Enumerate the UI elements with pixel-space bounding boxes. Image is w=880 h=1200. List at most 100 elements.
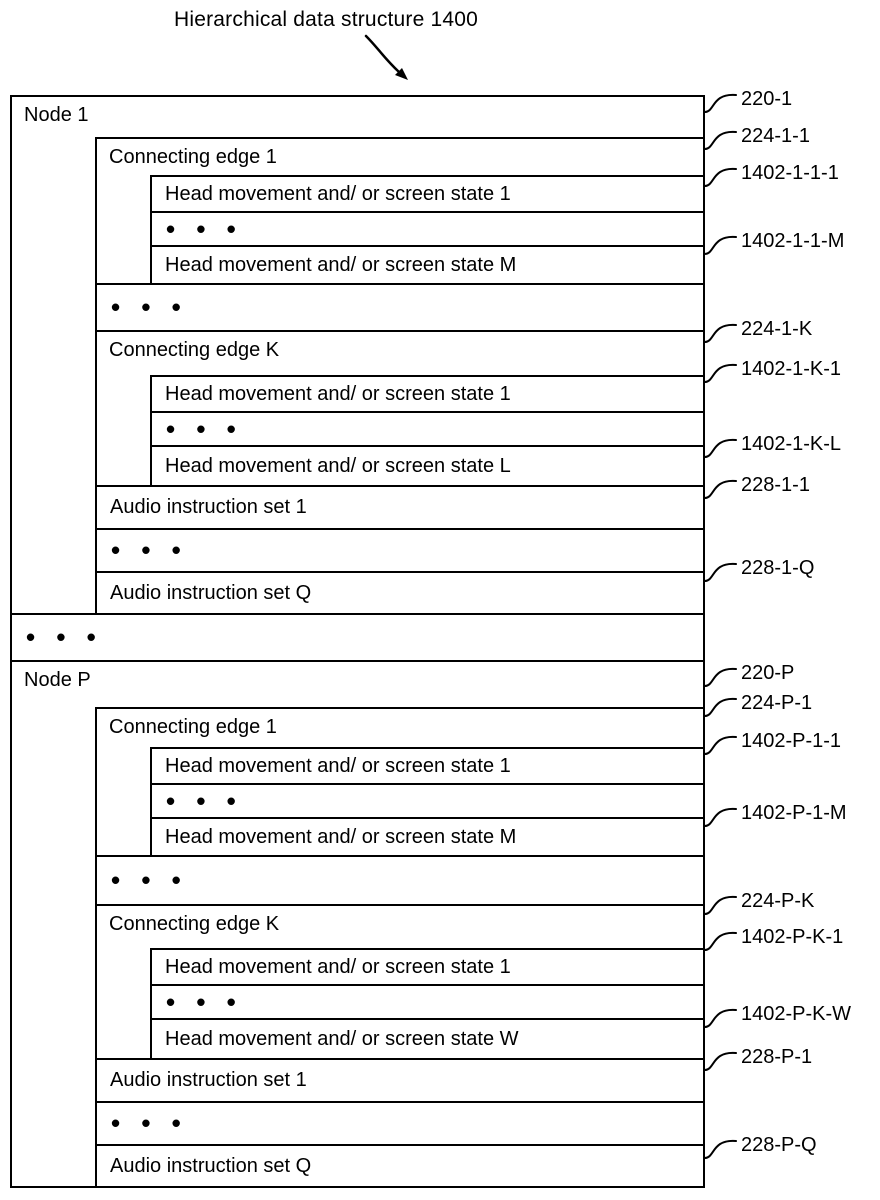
audio-set-label: Audio instruction set Q [110, 581, 312, 604]
ellipsis-dots: • • • [111, 535, 183, 565]
state-label: Head movement and/ or screen state 1 [165, 382, 511, 405]
leader-line-icon [703, 562, 737, 582]
ref-1402-1-1-M: 1402-1-1-M [702, 230, 844, 256]
leader-line-icon [703, 1051, 737, 1071]
ellipsis-dots: • • • [26, 622, 98, 652]
node-P-edge-1-state-M-box: Head movement and/ or screen state M [150, 817, 705, 857]
ref-text: 224-1-K [741, 318, 813, 340]
node-1-edge-1-state-M-box: Head movement and/ or screen state M [150, 245, 705, 285]
ref-text: 224-P-K [741, 890, 815, 912]
ellipsis-dots: • • • [111, 1108, 183, 1138]
node-1-edge-K-state-L-box: Head movement and/ or screen state L [150, 445, 705, 487]
node-P-audio-set-1-box: Audio instruction set 1 [95, 1058, 705, 1103]
leader-line-icon [703, 807, 737, 827]
ref-text: 1402-1-K-L [741, 433, 842, 455]
node-1-audio-ellipsis-row: • • • [95, 528, 705, 573]
leader-line-icon [703, 130, 737, 150]
node-1-audio-set-Q-box: Audio instruction set Q [95, 571, 705, 615]
node-1-label: Node 1 [24, 104, 89, 126]
node-P-edge-K-label: Connecting edge K [109, 913, 280, 935]
ellipsis-dots: • • • [166, 213, 238, 244]
ref-224-P-K: 224-P-K [702, 890, 814, 916]
ref-text: 1402-P-1-M [741, 802, 847, 824]
state-label: Head movement and/ or screen state M [165, 253, 517, 276]
ref-text: 1402-P-K-W [741, 1003, 852, 1025]
ellipsis-dots: • • • [111, 292, 183, 322]
node-1-edge-K-label: Connecting edge K [109, 339, 280, 361]
ref-text: 220-1 [741, 88, 793, 110]
title-pointer-arrow-icon [364, 34, 408, 80]
audio-set-label: Audio instruction set Q [110, 1154, 312, 1177]
ref-1402-1-K-L: 1402-1-K-L [702, 433, 841, 459]
leader-line-icon [703, 438, 737, 458]
node-1-edge-K-states-ellipsis-row: • • • [150, 411, 705, 447]
state-label: Head movement and/ or screen state M [165, 825, 517, 848]
state-label: Head movement and/ or screen state 1 [165, 754, 511, 777]
ref-220-1: 220-1 [702, 88, 792, 114]
leader-line-icon [703, 363, 737, 383]
leader-line-icon [703, 323, 737, 343]
ref-228-P-Q: 228-P-Q [702, 1134, 817, 1160]
ref-text: 228-P-Q [741, 1134, 817, 1156]
node-P-audio-set-Q-box: Audio instruction set Q [95, 1144, 705, 1188]
leader-line-icon [703, 167, 737, 187]
ref-text: 1402-1-1-M [741, 230, 845, 252]
ref-1402-P-1-1: 1402-P-1-1 [702, 730, 841, 756]
ref-text: 224-P-1 [741, 692, 813, 714]
node-1-edge-1-states-ellipsis-row: • • • [150, 211, 705, 247]
ellipsis-dots: • • • [166, 986, 238, 1017]
ellipsis-dots: • • • [166, 413, 238, 444]
ref-228-1-Q: 228-1-Q [702, 557, 814, 583]
leader-line-icon [703, 93, 737, 113]
ref-224-1-1: 224-1-1 [702, 125, 810, 151]
ref-text: 228-1-1 [741, 474, 810, 496]
ref-1402-1-K-1: 1402-1-K-1 [702, 358, 841, 384]
state-label: Head movement and/ or screen state 1 [165, 182, 511, 205]
audio-set-label: Audio instruction set 1 [110, 496, 307, 518]
node-1-edge-K-state-1-box: Head movement and/ or screen state 1 [150, 375, 705, 413]
audio-set-label: Audio instruction set 1 [110, 1069, 307, 1091]
leader-line-icon [703, 735, 737, 755]
ref-text: 1402-1-1-1 [741, 162, 839, 184]
node-P-edges-ellipsis-row: • • • [95, 855, 705, 906]
leader-line-icon [703, 667, 737, 687]
node-P-edge-1-label: Connecting edge 1 [109, 716, 277, 738]
state-label: Head movement and/ or screen state 1 [165, 955, 511, 978]
leader-line-icon [703, 697, 737, 717]
ref-1402-1-1-1: 1402-1-1-1 [702, 162, 839, 188]
ref-1402-P-K-1: 1402-P-K-1 [702, 926, 843, 952]
ellipsis-dots: • • • [111, 865, 183, 895]
node-P-edge-K-state-W-box: Head movement and/ or screen state W [150, 1018, 705, 1060]
state-label: Head movement and/ or screen state L [165, 454, 511, 477]
ref-224-P-1: 224-P-1 [702, 692, 812, 718]
ref-text: 1402-P-K-1 [741, 926, 844, 948]
node-1-edge-1-label: Connecting edge 1 [109, 146, 277, 168]
node-P-edge-1-states-ellipsis-row: • • • [150, 783, 705, 819]
ref-224-1-K: 224-1-K [702, 318, 812, 344]
leader-line-icon [703, 895, 737, 915]
ref-1402-P-K-W: 1402-P-K-W [702, 1003, 851, 1029]
node-P-label: Node P [24, 669, 91, 691]
node-1-edge-1-state-1-box: Head movement and/ or screen state 1 [150, 175, 705, 213]
leader-line-icon [703, 1008, 737, 1028]
node-P-edge-1-state-1-box: Head movement and/ or screen state 1 [150, 747, 705, 785]
figure-title: Hierarchical data structure 1400 [174, 8, 479, 31]
ref-text: 224-1-1 [741, 125, 810, 147]
leader-line-icon [703, 1139, 737, 1159]
node-P-edge-K-states-ellipsis-row: • • • [150, 984, 705, 1020]
node-1-audio-set-1-box: Audio instruction set 1 [95, 485, 705, 530]
ref-text: 220-P [741, 662, 795, 684]
ref-text: 228-1-Q [741, 557, 815, 579]
ref-220-P: 220-P [702, 662, 794, 688]
leader-line-icon [703, 479, 737, 499]
node-P-edge-K-state-1-box: Head movement and/ or screen state 1 [150, 948, 705, 986]
ref-1402-P-1-M: 1402-P-1-M [702, 802, 847, 828]
ref-text: 1402-P-1-1 [741, 730, 842, 752]
state-label: Head movement and/ or screen state W [165, 1027, 519, 1050]
ref-228-P-1: 228-P-1 [702, 1046, 812, 1072]
ref-228-1-1: 228-1-1 [702, 474, 810, 500]
leader-line-icon [703, 931, 737, 951]
node-P-audio-ellipsis-row: • • • [95, 1101, 705, 1146]
nodes-ellipsis-row: • • • [10, 613, 705, 662]
